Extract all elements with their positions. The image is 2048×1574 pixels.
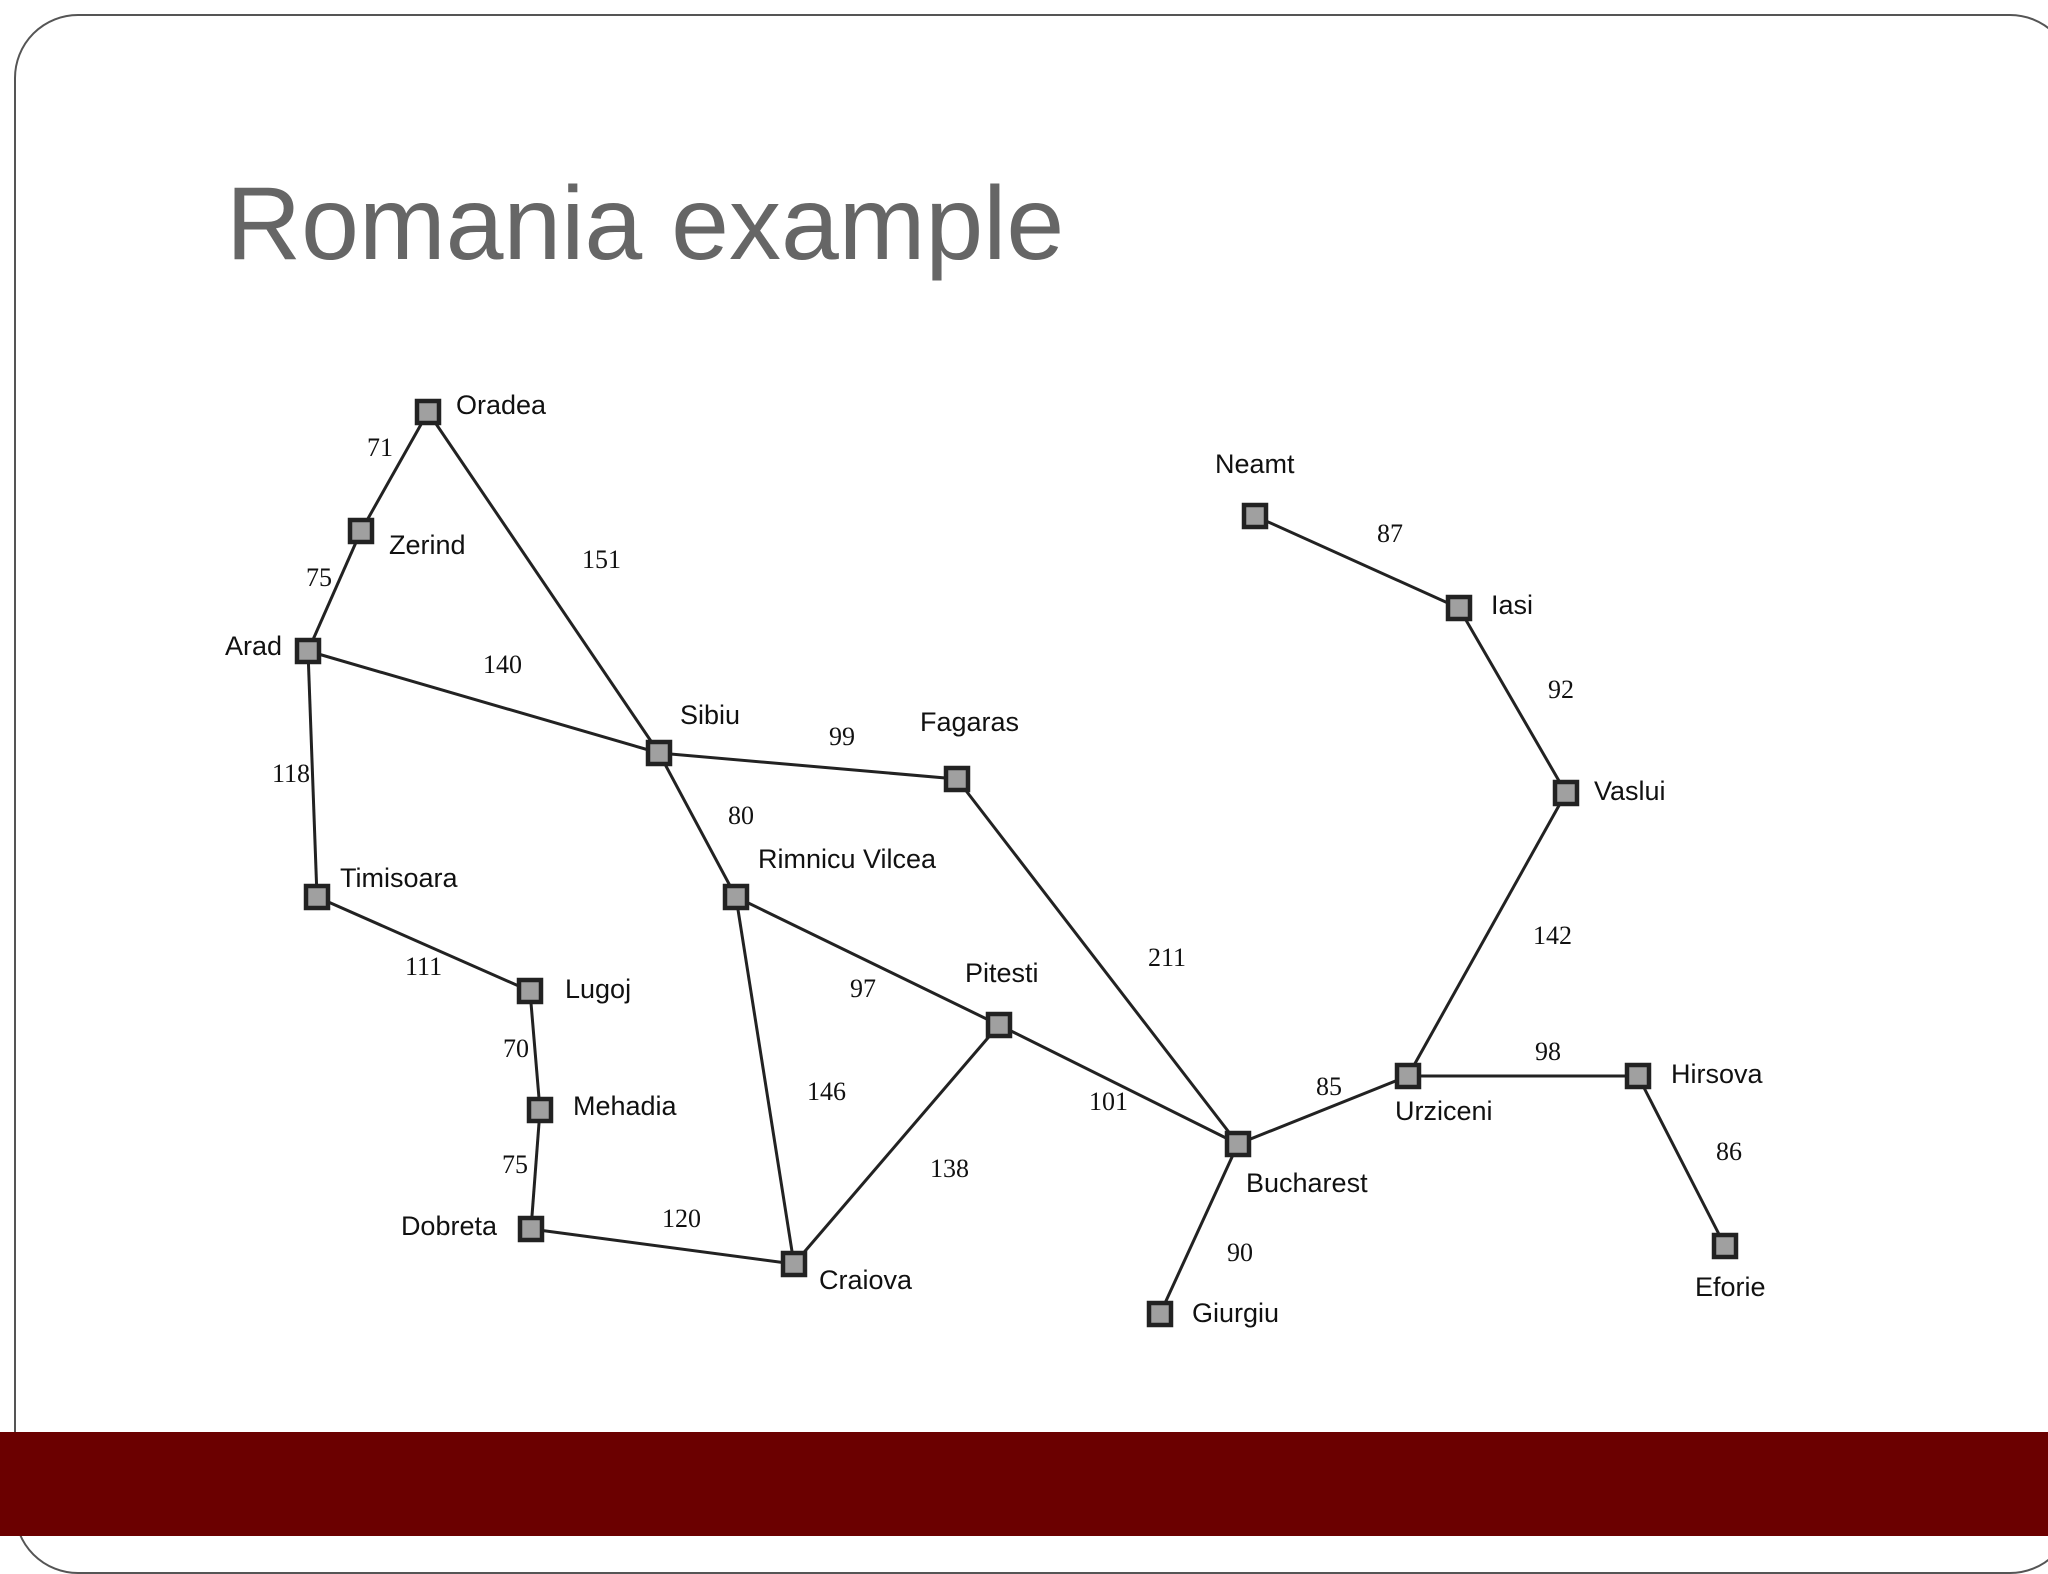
city-label-pitesti: Pitesti xyxy=(965,958,1039,988)
city-node-zerind xyxy=(347,517,375,545)
road-arad-timisoara xyxy=(306,650,319,898)
city-label-hirsova: Hirsova xyxy=(1671,1059,1764,1089)
slide-frame xyxy=(14,14,2048,1574)
distance-label: 111 xyxy=(405,952,442,981)
city-label-craiova: Craiova xyxy=(819,1265,913,1295)
road-mehadia-dobreta xyxy=(529,1109,542,1230)
city-node-oradea xyxy=(414,398,442,426)
distance-label: 75 xyxy=(502,1150,528,1179)
city-label-timisoara: Timisoara xyxy=(340,863,459,893)
distance-label: 98 xyxy=(1535,1037,1561,1066)
city-label-sibiu: Sibiu xyxy=(680,700,740,730)
city-node-giurgiu xyxy=(1146,1300,1174,1328)
city-node-vaslui xyxy=(1552,779,1580,807)
road-urziceni-vaslui xyxy=(1406,792,1568,1077)
city-label-fagaras: Fagaras xyxy=(920,707,1019,737)
road-oradea-sibiu xyxy=(426,411,661,754)
distance-label: 138 xyxy=(930,1154,969,1183)
city-node-craiova xyxy=(780,1250,808,1278)
city-labels-layer: OradeaZerindAradTimisoaraLugojMehadiaDob… xyxy=(225,390,1766,1328)
slide-title: Romania example xyxy=(226,166,1065,282)
city-node-pitesti xyxy=(985,1011,1013,1039)
cities-layer xyxy=(294,398,1739,1328)
city-label-iasi: Iasi xyxy=(1491,590,1533,620)
city-label-dobreta: Dobreta xyxy=(401,1211,498,1241)
distance-label: 87 xyxy=(1377,519,1403,548)
city-label-bucharest: Bucharest xyxy=(1246,1168,1368,1198)
distance-label: 211 xyxy=(1148,943,1186,972)
city-label-oradea: Oradea xyxy=(456,390,547,420)
road-rimnicu-vilcea-pitesti xyxy=(735,895,1000,1027)
road-craiova-pitesti xyxy=(792,1024,1001,1265)
road-fagaras-bucharest xyxy=(955,778,1240,1145)
road-timisoara-lugoj xyxy=(316,895,531,993)
distance-label: 70 xyxy=(503,1034,529,1063)
city-node-hirsova xyxy=(1624,1062,1652,1090)
city-label-urziceni: Urziceni xyxy=(1395,1096,1493,1126)
city-label-vaslui: Vaslui xyxy=(1594,776,1666,806)
road-oradea-zerind xyxy=(359,411,430,532)
road-pitesti-bucharest xyxy=(998,1023,1239,1146)
city-node-lugoj xyxy=(516,977,544,1005)
road-sibiu-fagaras xyxy=(658,751,958,781)
romania-road-map: 71 75 151 140 118 111 70 75 120 99 80 97 146 138 101 21… xyxy=(225,390,1766,1328)
city-label-lugoj: Lugoj xyxy=(565,974,631,1004)
road-bucharest-giurgiu xyxy=(1158,1143,1240,1315)
distance-label: 71 xyxy=(367,433,393,462)
road-zerind-arad xyxy=(306,530,363,652)
city-label-rimnicu-vilcea: Rimnicu Vilcea xyxy=(758,844,937,874)
city-label-zerind: Zerind xyxy=(389,530,466,560)
road-rimnicu-vilcea-craiova xyxy=(734,896,796,1265)
city-node-urziceni xyxy=(1394,1062,1422,1090)
road-arad-sibiu xyxy=(307,649,660,755)
road-lugoj-mehadia xyxy=(528,990,542,1111)
distance-label: 97 xyxy=(850,974,876,1003)
road-sibiu-rimnicu-vilcea xyxy=(657,752,738,898)
city-node-mehadia xyxy=(526,1096,554,1124)
distance-label: 86 xyxy=(1716,1137,1742,1166)
city-node-dobreta xyxy=(517,1215,545,1243)
city-node-rimnicu-vilcea xyxy=(722,883,750,911)
city-node-bucharest xyxy=(1224,1130,1252,1158)
distance-label: 85 xyxy=(1316,1072,1342,1101)
footer-accent-bar xyxy=(0,1432,2048,1536)
city-label-eforie: Eforie xyxy=(1695,1272,1766,1302)
distance-label: 140 xyxy=(483,650,522,679)
road-vaslui-iasi xyxy=(1457,607,1568,794)
road-dobreta-craiova xyxy=(530,1227,795,1266)
city-node-sibiu xyxy=(645,739,673,767)
road-hirsova-eforie xyxy=(1636,1075,1727,1247)
city-node-eforie xyxy=(1711,1232,1739,1260)
city-node-timisoara xyxy=(303,883,331,911)
distance-label: 151 xyxy=(582,545,621,574)
distance-label: 120 xyxy=(662,1204,701,1233)
distance-label: 99 xyxy=(829,722,855,751)
city-node-arad xyxy=(294,637,322,665)
distance-label: 142 xyxy=(1533,921,1572,950)
roads-layer xyxy=(306,411,1727,1315)
distance-label: 118 xyxy=(272,759,310,788)
distance-label: 101 xyxy=(1089,1087,1128,1116)
distance-label: 80 xyxy=(728,801,754,830)
city-label-arad: Arad xyxy=(225,631,282,661)
distance-label: 75 xyxy=(306,563,332,592)
distance-label: 146 xyxy=(807,1077,846,1106)
road-bucharest-urziceni xyxy=(1237,1074,1409,1146)
road-iasi-neamt xyxy=(1254,514,1460,610)
distance-label: 90 xyxy=(1227,1238,1253,1267)
city-label-mehadia: Mehadia xyxy=(573,1091,678,1121)
city-node-iasi xyxy=(1445,594,1473,622)
city-label-giurgiu: Giurgiu xyxy=(1192,1298,1279,1328)
city-node-fagaras xyxy=(943,765,971,793)
distance-labels-layer: 71 75 151 140 118 111 70 75 120 99 80 97 146 138 101 21… xyxy=(272,433,1742,1267)
city-node-neamt xyxy=(1241,502,1269,530)
distance-label: 92 xyxy=(1548,675,1574,704)
city-label-neamt: Neamt xyxy=(1215,449,1295,479)
